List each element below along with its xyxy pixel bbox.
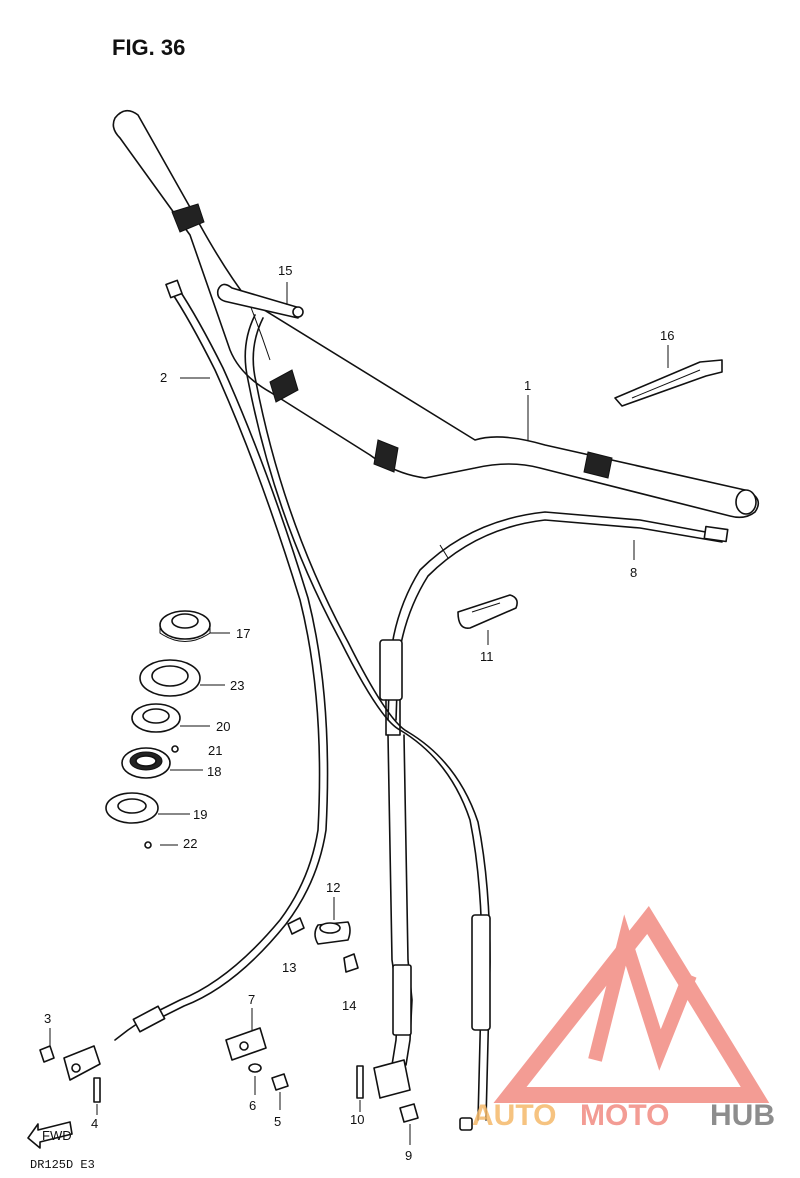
- callout-labels: 1 2 3 4 5 6 7 8 9 10 11 12 13 14 15 16 1…: [44, 263, 674, 1163]
- callout-23: 23: [230, 678, 244, 693]
- bracket-9-10: [356, 1059, 419, 1123]
- fwd-label: FWD: [42, 1128, 72, 1143]
- callout-18: 18: [207, 764, 221, 779]
- callout-21: 21: [208, 743, 222, 758]
- callout-13: 13: [282, 960, 296, 975]
- watermark-m-icon: [588, 914, 697, 1071]
- watermark-triangle-icon: [493, 906, 770, 1103]
- strap-part-16: [614, 359, 723, 407]
- clamp-12-13-14: [287, 917, 359, 973]
- callout-10: 10: [350, 1112, 364, 1127]
- callout-16: 16: [660, 328, 674, 343]
- callout-2: 2: [160, 370, 167, 385]
- callout-12: 12: [326, 880, 340, 895]
- watermark-text-moto: MOTO: [580, 1099, 669, 1132]
- clutch-lever-clamp: [39, 1045, 101, 1103]
- bearing-stack: [105, 610, 211, 849]
- model-code: DR125D E3: [30, 1158, 95, 1172]
- bracket-5-6-7: [225, 1027, 289, 1091]
- callout-8: 8: [630, 565, 637, 580]
- fwd-arrow-icon: FWD: [27, 1121, 73, 1149]
- lower-cable: [387, 734, 413, 1066]
- callout-15: 15: [278, 263, 292, 278]
- callout-5: 5: [274, 1114, 281, 1129]
- brake-cable: [379, 511, 729, 736]
- decompression-cable: [244, 314, 491, 1131]
- clamp-part-11: [457, 594, 518, 629]
- watermark-logo: AUTO MOTO HUB: [472, 906, 775, 1132]
- clutch-cable: [114, 279, 329, 1041]
- callout-22: 22: [183, 836, 197, 851]
- callout-17: 17: [236, 626, 250, 641]
- handlebar: [112, 109, 760, 519]
- leader-lines: [49, 282, 669, 1145]
- callout-3: 3: [44, 1011, 51, 1026]
- callout-4: 4: [91, 1116, 98, 1131]
- figure-title: FIG. 36: [112, 35, 185, 60]
- watermark-text-hub: HUB: [710, 1099, 775, 1132]
- watermark-text-auto: AUTO: [472, 1099, 556, 1132]
- callout-6: 6: [249, 1098, 256, 1113]
- callout-11: 11: [480, 649, 494, 664]
- callout-19: 19: [193, 807, 207, 822]
- callout-14: 14: [342, 998, 356, 1013]
- callout-20: 20: [216, 719, 230, 734]
- callout-1: 1: [524, 378, 531, 393]
- callout-7: 7: [248, 992, 255, 1007]
- callout-9: 9: [405, 1148, 412, 1163]
